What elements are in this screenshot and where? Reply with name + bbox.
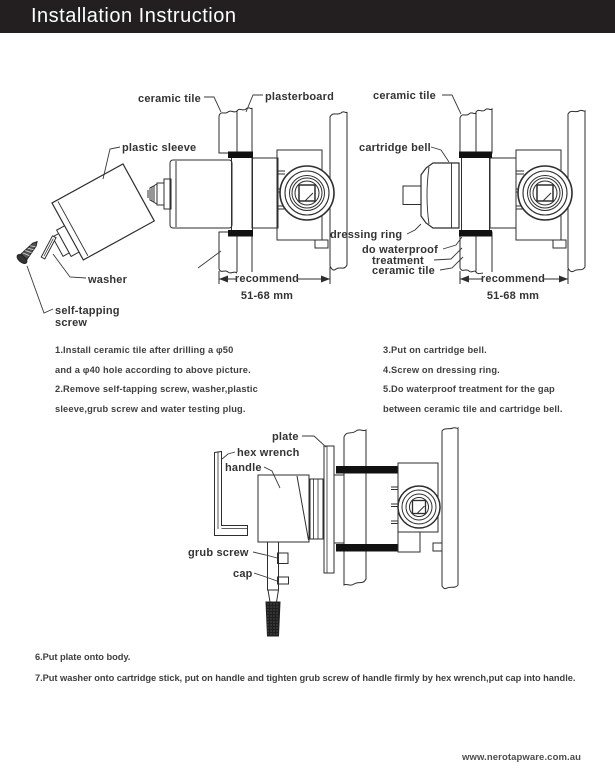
knurled-grip — [265, 601, 281, 637]
label-dimension-right: 51-68 mm — [487, 290, 539, 302]
instruction-line: 3.Put on cartridge bell. — [383, 345, 487, 355]
instruction-line: 5.Do waterproof treatment for the gap — [383, 384, 555, 395]
seal-bottom — [336, 544, 398, 552]
instruction-line: 6.Put plate onto body. — [35, 652, 131, 662]
wall-rear — [441, 426, 459, 590]
instructions-right: 3.Put on cartridge bell. 4.Screw on dres… — [383, 341, 563, 419]
label-ceramic-tile: ceramic tile — [138, 93, 201, 105]
label-cartridge-bell: cartridge bell — [359, 142, 431, 154]
washer-shape — [40, 235, 57, 260]
label-self-tapping-2: screw — [55, 317, 87, 329]
label-ceramic-tile-bottom: ceramic tile — [372, 265, 435, 277]
label-hex-wrench: hex wrench — [237, 447, 300, 459]
handle-stem — [265, 541, 289, 637]
diagram-top-right: ceramic tile cartridge bell dressing rin… — [330, 90, 586, 302]
diagram-top-left: ceramic tile plasterboard plastic sleeve… — [16, 91, 348, 329]
wall-ceramic-tile — [459, 107, 493, 276]
website-url: www.nerotapware.com.au — [462, 752, 582, 763]
label-dressing-ring: dressing ring — [330, 229, 402, 241]
plastic-sleeve-shape — [51, 163, 156, 261]
valve-socket — [279, 165, 335, 221]
dimension-left: recommend 51-68 mm — [218, 267, 331, 302]
leader-ceramic-tile-bottom — [439, 256, 464, 271]
leader-plastic-sleeve — [102, 146, 121, 180]
hex-wrench-shape — [214, 450, 248, 536]
label-dimension-left: 51-68 mm — [241, 290, 293, 302]
valve-body — [147, 149, 335, 249]
valve-body — [459, 149, 573, 249]
leader-treatment — [433, 247, 463, 261]
plate-shape — [323, 445, 335, 574]
valve-socket — [397, 485, 441, 529]
screw-shape — [16, 240, 38, 265]
instruction-line: 2.Remove self-tapping screw, washer,plas… — [55, 384, 258, 395]
leader-cartridge-bell — [430, 146, 450, 163]
seal-bottom — [459, 230, 492, 237]
instructions-bottom: 6.Put plate onto body. 7.Put washer onto… — [35, 647, 575, 688]
leader-plate — [302, 435, 327, 448]
dimension-right: recommend 51-68 mm — [459, 269, 569, 302]
instruction-line: and a φ40 hole according to above pictur… — [55, 364, 251, 375]
diagram-bottom: plate hex wrench handle grub screw cap — [188, 426, 459, 637]
valve-stem — [147, 178, 172, 210]
thread-section — [461, 154, 490, 233]
seal-top — [459, 151, 492, 158]
label-handle: handle — [225, 462, 262, 474]
leader-waterproof — [442, 236, 463, 250]
label-grub-screw: grub screw — [188, 547, 249, 559]
leader-plasterboard — [245, 94, 263, 113]
label-recommend-left: recommend — [235, 273, 299, 285]
handle-shape — [257, 474, 324, 543]
leader-dressing-ring — [406, 223, 422, 235]
wall-rear — [329, 111, 348, 271]
wall-rear — [567, 109, 586, 273]
seal-bottom — [228, 230, 253, 237]
page-title: Installation Instruction — [31, 5, 237, 27]
leader-hex-wrench — [221, 451, 236, 460]
instruction-line: 1.Install ceramic tile after drilling a … — [55, 345, 234, 355]
instructions-left: 1.Install ceramic tile after drilling a … — [55, 341, 258, 419]
label-washer: washer — [87, 274, 128, 286]
label-waterproof-1: do waterproof — [362, 244, 438, 256]
grub-screw-shape — [277, 552, 289, 564]
header-bar: Installation Instruction — [0, 0, 615, 33]
instruction-line: 4.Screw on dressing ring. — [383, 364, 500, 375]
label-recommend-right: recommend — [481, 273, 545, 285]
instruction-line: between ceramic tile and cartridge bell. — [383, 403, 563, 414]
label-cap: cap — [233, 568, 253, 580]
valve-socket — [517, 165, 573, 221]
label-plate: plate — [272, 431, 299, 443]
label-ceramic-tile-top: ceramic tile — [373, 90, 436, 102]
wall-section — [343, 429, 367, 586]
bottom-diagram: plate hex wrench handle grub screw cap — [188, 426, 459, 637]
thread-section — [231, 154, 253, 233]
leader-grub-screw — [252, 551, 278, 559]
label-plasterboard: plasterboard — [265, 91, 334, 103]
seal-top — [228, 151, 253, 158]
instruction-line: sleeve,grub screw and water testing plug… — [55, 403, 246, 414]
instruction-line: 7.Put washer onto cartridge stick, put o… — [35, 672, 576, 683]
wall-ceramic-plasterboard — [218, 107, 253, 277]
leader-washer — [52, 253, 87, 279]
label-plastic-sleeve: plastic sleeve — [122, 142, 196, 154]
leader-ceramic-tile — [204, 96, 222, 113]
label-waterproof-2: treatment — [372, 255, 424, 267]
leader-lower-tile — [197, 250, 222, 269]
thread-section — [365, 467, 399, 551]
valve-body — [334, 462, 443, 553]
label-self-tapping-1: self-tapping — [55, 305, 120, 317]
leader-cap — [253, 572, 278, 582]
cartridge-bell-shape — [402, 162, 460, 229]
leader-handle — [263, 466, 281, 489]
leader-self-tapping — [26, 265, 54, 314]
cap-shape — [277, 576, 289, 585]
top-diagrams: ceramic tile plasterboard plastic sleeve… — [16, 90, 586, 329]
seal-top — [336, 466, 398, 474]
leader-ceramic-tile-top — [442, 94, 462, 115]
